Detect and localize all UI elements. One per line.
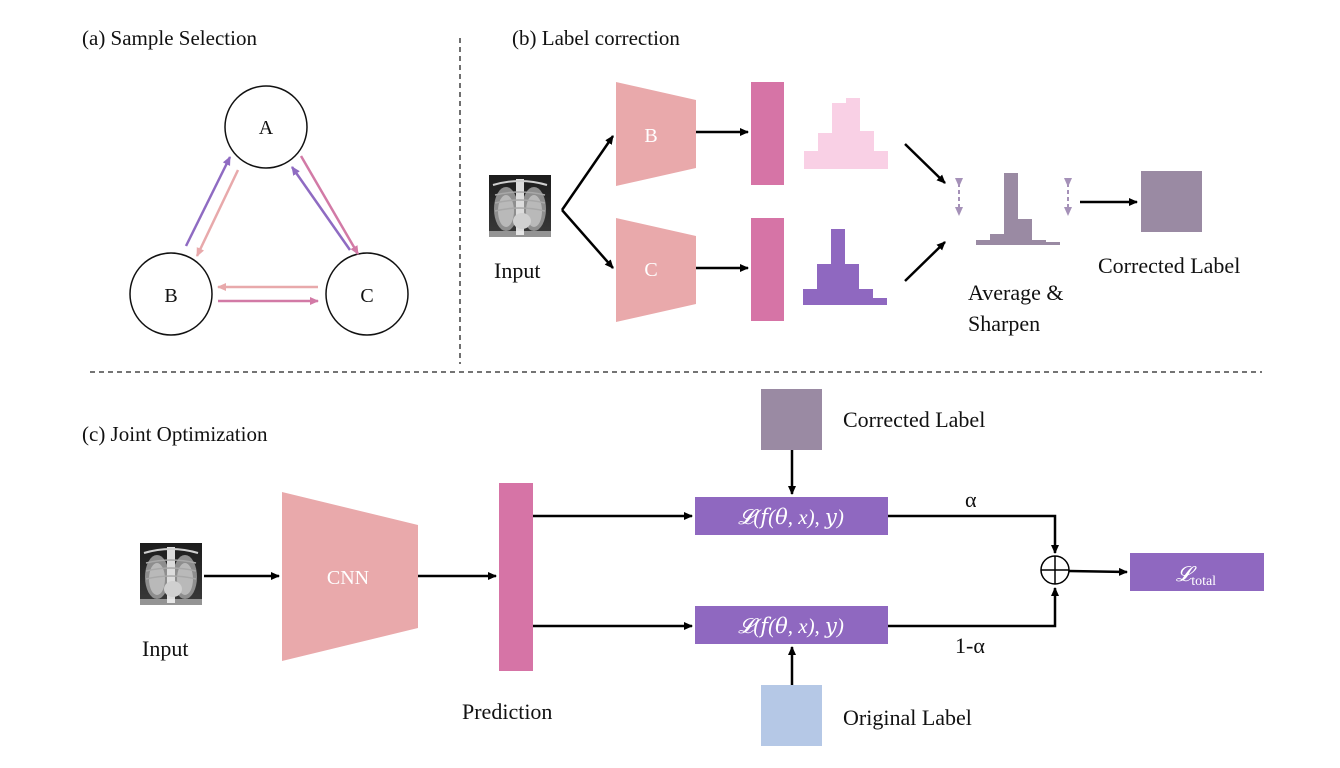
panel-sample-selection: (a) Sample Selection A B C xyxy=(82,26,409,336)
arrow-loss-bottom-to-sum xyxy=(888,587,1059,628)
network-b-label: B xyxy=(644,125,657,147)
arrow-a-to-c xyxy=(299,155,360,255)
arrow-dist-b-to-average xyxy=(904,143,946,184)
arrow-c-to-a xyxy=(290,166,352,251)
node-c xyxy=(325,252,409,336)
one-minus-alpha-weight-label: 1-α xyxy=(955,633,985,658)
average-sharpen-label-line2: Sharpen xyxy=(968,311,1040,336)
total-loss-subscript: total xyxy=(1191,574,1216,589)
network-b-trapezoid xyxy=(616,82,696,186)
arrow-input-to-net-b xyxy=(560,135,615,211)
panel-a-title: (a) Sample Selection xyxy=(82,26,257,50)
node-b xyxy=(129,252,213,336)
panel-b-title: (b) Label correction xyxy=(512,26,680,50)
arrow-dist-c-to-average xyxy=(904,241,946,282)
node-a-label: A xyxy=(259,117,274,139)
total-loss-box xyxy=(1130,553,1264,591)
panel-joint-optimization: (c) Joint Optimization Input CNN Predict… xyxy=(82,389,1264,746)
arrow-loss-top-to-sum xyxy=(888,514,1059,554)
loss-box-bottom xyxy=(695,606,888,644)
loss-formula-bottom: 𝓛(𝑓(𝜃, x), 𝑦) xyxy=(738,614,844,638)
input-label-b: Input xyxy=(494,258,540,283)
distribution-histogram-c xyxy=(803,229,887,305)
distribution-histogram-b xyxy=(804,98,888,169)
network-c-trapezoid xyxy=(616,218,696,322)
cnn-trapezoid xyxy=(282,492,418,661)
alpha-weight-label: α xyxy=(965,487,977,512)
panel-label-correction: (b) Label correction Input B C xyxy=(488,26,1240,336)
sharpened-histogram xyxy=(976,173,1060,245)
node-c-label: C xyxy=(360,285,373,307)
output-bar-b xyxy=(751,82,784,185)
corrected-label-text-b: Corrected Label xyxy=(1098,253,1240,278)
loss-box-top xyxy=(695,497,888,535)
node-b-label: B xyxy=(164,285,177,307)
arrow-b-to-a xyxy=(184,156,232,247)
arrow-input-to-net-c xyxy=(561,209,614,269)
cnn-label: CNN xyxy=(327,567,369,589)
node-a xyxy=(224,85,308,169)
input-xray-image-b xyxy=(488,174,552,238)
original-label-box xyxy=(761,685,822,746)
original-label-text: Original Label xyxy=(843,705,972,730)
corrected-label-text-c: Corrected Label xyxy=(843,407,985,432)
panel-c-title: (c) Joint Optimization xyxy=(82,422,268,446)
input-label-c: Input xyxy=(142,636,188,661)
corrected-label-box-c xyxy=(761,389,822,450)
arrow-a-to-b xyxy=(195,169,240,257)
network-c-label: C xyxy=(644,259,657,281)
arrow-sum-to-total-loss xyxy=(1068,567,1128,576)
input-xray-image-c xyxy=(139,542,203,606)
average-sharpen-label-line1: Average & xyxy=(968,280,1064,305)
output-bar-c xyxy=(751,218,784,321)
corrected-label-box-b xyxy=(1141,171,1202,232)
loss-formula-top: 𝓛(𝑓(𝜃, x), 𝑦) xyxy=(738,505,844,529)
prediction-label: Prediction xyxy=(462,699,552,724)
prediction-bar xyxy=(499,483,533,671)
